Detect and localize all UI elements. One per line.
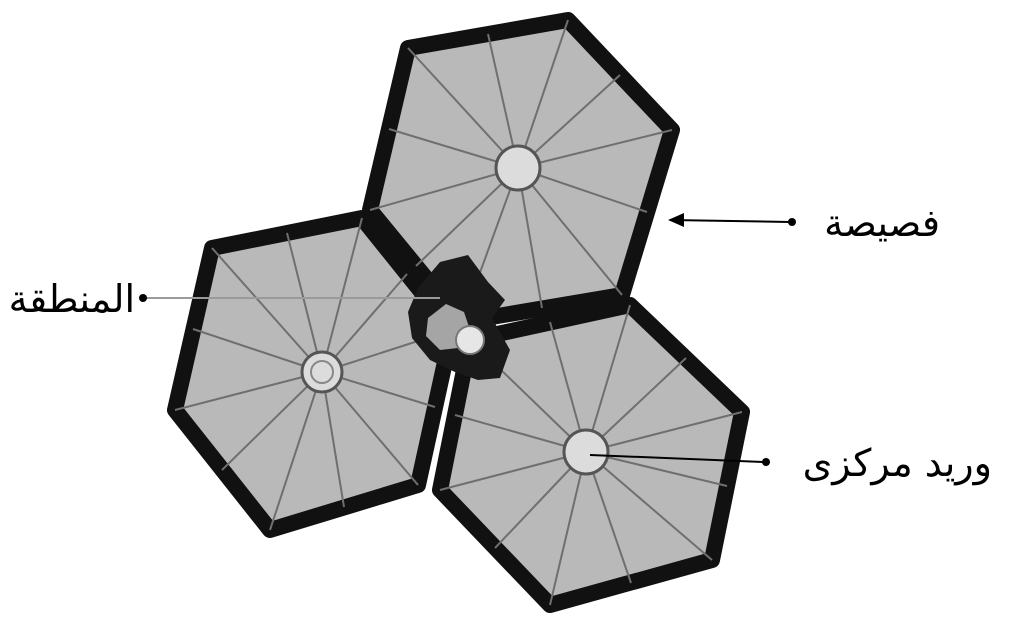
central-vein-pointer-dot bbox=[762, 458, 770, 466]
lobule-pointer-line bbox=[670, 220, 790, 222]
portal-area-label: المنطقة bbox=[9, 277, 135, 321]
lobule-pointer-arrowhead bbox=[668, 213, 684, 227]
central-vein-label: وريد مركزى bbox=[803, 441, 992, 486]
central-vein-right bbox=[564, 430, 608, 474]
lobule-label: فصيصة bbox=[824, 201, 940, 245]
portal-vessel bbox=[456, 326, 484, 354]
portal-area-pointer-dot bbox=[139, 294, 147, 302]
central-vein-left bbox=[302, 352, 342, 392]
lobule-pointer-dot bbox=[788, 218, 796, 226]
central-vein-top bbox=[496, 146, 540, 190]
